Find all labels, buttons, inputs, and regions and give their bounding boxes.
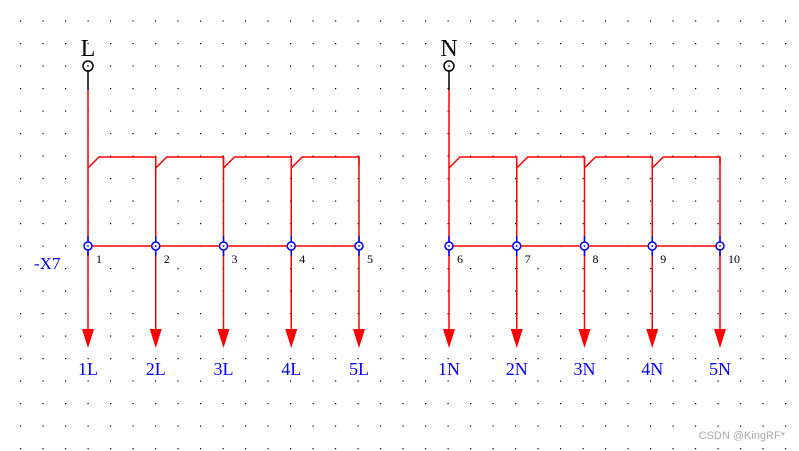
output-label: 2L [146, 359, 166, 379]
terminal-number: 7 [525, 252, 531, 266]
terminal-dot [358, 245, 360, 247]
output-label: 4N [641, 359, 663, 379]
supply-terminal-dot [448, 65, 450, 67]
jumper-bus [87, 156, 360, 169]
supply-label: N [440, 36, 457, 62]
arrow-down-icon [82, 329, 94, 348]
terminal-number: 4 [299, 252, 305, 266]
terminal-dot [651, 245, 654, 247]
output-label: 1N [438, 359, 460, 379]
output-label: 5L [349, 359, 369, 379]
terminal-block-label: -X7 [34, 254, 61, 273]
supply-terminal-dot [87, 65, 89, 67]
arrow-down-icon [285, 329, 298, 348]
circuit-group-N: N 6 1N 7 2N 8 3N 9 4N 10 5N [438, 36, 740, 379]
output-label: 3L [214, 359, 234, 379]
terminal-number: 1 [96, 252, 102, 266]
jumper-bus [448, 156, 721, 169]
supply-label: L [81, 36, 96, 62]
terminal-dot [448, 245, 450, 247]
terminal-dot [719, 245, 721, 247]
terminal-number: 2 [164, 252, 170, 266]
output-label: 4L [281, 359, 301, 379]
terminal-dot [222, 245, 225, 247]
watermark: CSDN @KingRF* [698, 430, 785, 442]
arrow-down-icon [217, 329, 230, 348]
output-label: 5N [709, 359, 731, 379]
arrow-down-icon [443, 329, 455, 348]
output-label: 1L [78, 359, 98, 379]
arrow-down-icon [714, 329, 726, 348]
circuit-group-L: L 1 1L 2 2L 3 3L 4 4L 5 5L [78, 36, 373, 379]
terminal-number: 3 [232, 252, 238, 266]
output-label: 2N [506, 359, 528, 379]
arrow-down-icon [353, 329, 365, 348]
terminal-number: 8 [593, 252, 599, 266]
terminal-number: 9 [660, 252, 666, 266]
arrow-down-icon [510, 329, 523, 348]
arrow-down-icon [646, 329, 659, 348]
output-label: 3N [574, 359, 596, 379]
terminal-number: 6 [457, 252, 463, 266]
terminal-dot [583, 245, 586, 247]
terminal-dot [290, 245, 293, 247]
terminal-number: 10 [728, 252, 740, 266]
terminal-dot [154, 245, 157, 247]
terminal-dot [515, 245, 518, 247]
terminal-number: 5 [367, 252, 373, 266]
arrow-down-icon [578, 329, 591, 348]
arrow-down-icon [149, 329, 162, 348]
terminal-dot [87, 245, 89, 247]
